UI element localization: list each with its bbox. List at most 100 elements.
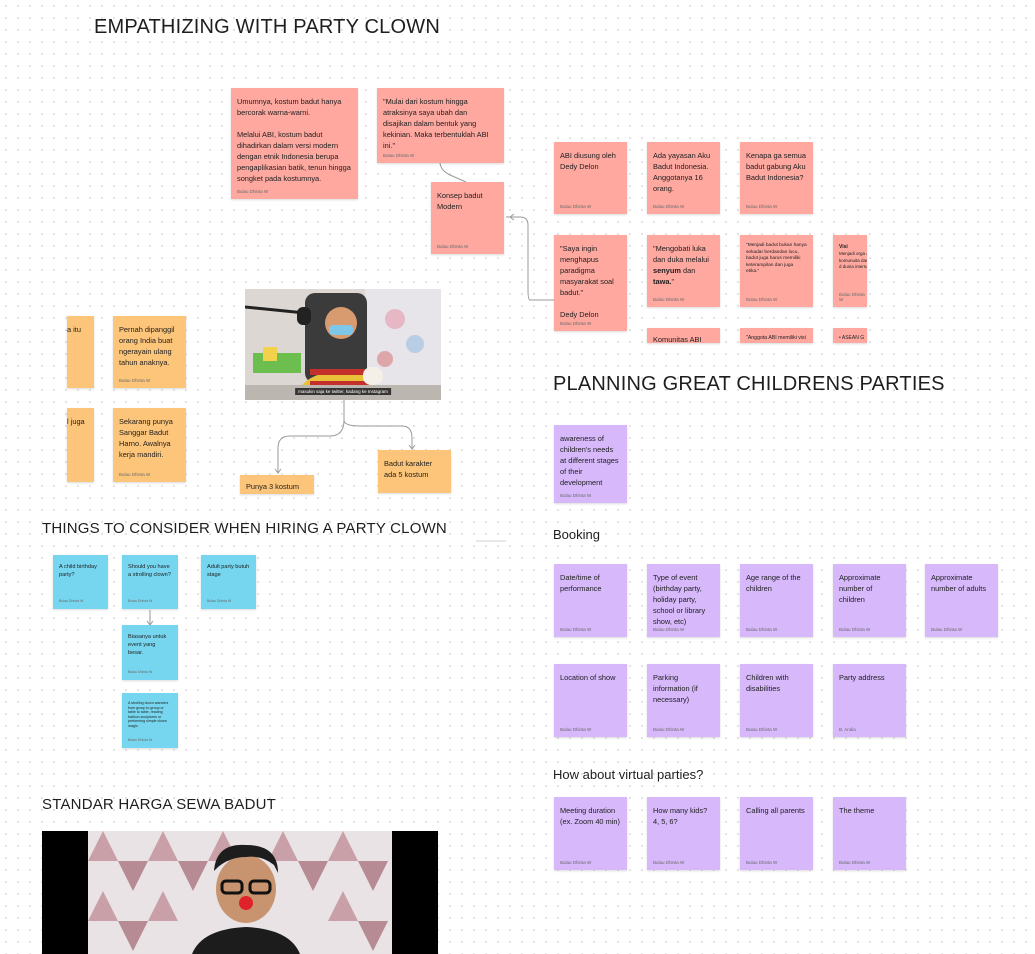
sticky-note[interactable]: Visi Menjadi orga & komunuita dan paling… [833,235,867,307]
sticky-note[interactable]: "Saya ingin menghapus paradigma masyarak… [554,235,627,331]
sticky-author: Bulau Dhinta W [560,493,592,498]
sticky-note[interactable]: Approximate number of children Bulau Dhi… [833,564,906,637]
section-title-empathizing: EMPATHIZING WITH PARTY CLOWN [94,16,440,38]
sticky-note[interactable]: "Mulai dari kostum hingga atraksinya say… [377,88,504,163]
sticky-author: Bulau Dhinta W [560,321,592,326]
sticky-text: "Mulai dari kostum hingga atraksinya say… [383,97,489,150]
sticky-note[interactable]: Biasanya untuk event yang besar. Bulau D… [122,625,178,680]
sticky-author: B. Andia [839,727,856,732]
sticky-title: Visi [839,244,848,250]
sticky-author: Bulau Dhinta W [653,297,685,302]
sticky-author: Bulau Dhinta W [560,727,592,732]
sticky-note[interactable]: Punya 3 kostum [240,475,314,494]
section-title-planning: PLANNING GREAT CHILDRENS PARTIES [553,373,945,395]
sticky-note[interactable]: • ASEAN G [833,328,867,343]
sticky-note[interactable]: A strolling clown wanders from group to … [122,693,178,748]
sticky-note[interactable]: Approximate number of adults Bulau Dhint… [925,564,998,637]
sticky-note[interactable]: Calling all parents Bulau Dhinta W [740,797,813,870]
sticky-text: "Saya ingin menghapus paradigma masyarak… [560,244,614,319]
sticky-text: "Mengobati luka dan duka melalui senyum … [653,243,714,287]
section-title-harga: STANDAR HARGA SEWA BADUT [42,796,277,813]
sticky-author: Bulau Dhinta W [653,204,685,209]
sticky-text: Biasanya untuk event yang besar. [128,634,167,656]
sticky-author: Bulau Dhinta W [560,204,592,209]
sticky-text: A child birthday party? [59,564,97,578]
sticky-text: Pernah dipanggil orang India buat ngeray… [119,325,175,367]
sticky-text: A strolling clown wanders from group to … [128,701,169,728]
sticky-author: Bulau Dhinta W [128,738,153,742]
sticky-note[interactable]: Adult party butuh stage Bulau Dhinta W [201,555,256,609]
sticky-author: Bulau Dhinta W [931,627,963,632]
sticky-note[interactable]: awareness of children's needs at differe… [554,425,627,503]
subsection-booking: Booking [553,527,600,542]
sticky-note[interactable]: Should you have a strolling clown? Bulau… [122,555,178,609]
sticky-text: Age range of the children [746,573,801,593]
sticky-note[interactable]: Location of show Bulau Dhinta W [554,664,627,737]
video-caption: masukin saja ke twitter, kadang ke Insta… [295,388,391,395]
sticky-note[interactable]: l juga [67,408,94,482]
sticky-author: Bulau Dhinta W [653,860,685,865]
sticky-note[interactable]: Age range of the children Bulau Dhinta W [740,564,813,637]
sticky-note[interactable]: Children with disabilities Bulau Dhinta … [740,664,813,737]
sticky-note[interactable]: ABI diusung oleh Dedy Delon Bulau Dhinta… [554,142,627,214]
sticky-note[interactable]: How many kids? 4, 5, 6? Bulau Dhinta W [647,797,720,870]
sticky-note[interactable]: Ada yayasan Aku Badut Indonesia. Anggota… [647,142,720,214]
text-bold: tawa. [653,277,672,286]
sticky-text: Party address [839,673,885,682]
sticky-author: Bulau Dhinta W [128,670,153,674]
sticky-note[interactable]: a itu [67,316,94,388]
harga-video-illustration [42,831,438,954]
sticky-note[interactable]: Type of event (birthday party, holiday p… [647,564,720,637]
sticky-note[interactable]: Pernah dipanggil orang India buat ngeray… [113,316,186,388]
sticky-author: Bulau Dhinta W [383,153,415,158]
harga-video-thumbnail[interactable] [42,831,438,954]
sticky-note[interactable]: The theme Bulau Dhinta W [833,797,906,870]
sticky-text: Approximate number of children [839,573,881,604]
sticky-note[interactable]: "Anggota ABI memiliki visi [740,328,813,343]
section-title-hiring: THINGS TO CONSIDER WHEN HIRING A PARTY C… [42,520,447,537]
clown-video-thumbnail[interactable]: masukin saja ke twitter, kadang ke Insta… [245,289,441,400]
sticky-author: Bulau Dhinta W [746,297,778,302]
sticky-text: awareness of children's needs at differe… [560,434,619,487]
sticky-text: Kenapa ga semua badut gabung Aku Badut I… [746,151,806,182]
sticky-text: Komunitas ABI [653,335,702,343]
sticky-text: "Menjadi badut bukan hanya sekadar berda… [746,243,807,274]
sticky-text: Punya 3 kostum [246,482,299,491]
sticky-author: Bulau Dhinta W [128,599,153,603]
text-run: "Mengobati luka dan duka melalui [653,244,709,264]
sticky-text: The theme [839,806,875,815]
sticky-author: Bulau Dhinta W [653,627,685,632]
sticky-text: l juga [67,417,85,426]
sticky-note[interactable]: Komunitas ABI [647,328,720,343]
subsection-virtual: How about virtual parties? [553,767,704,782]
sticky-note[interactable]: A child birthday party? Bulau Dhinta W [53,555,108,609]
text-bold: senyum [653,266,681,275]
sticky-note[interactable]: Sekarang punya Sanggar Badut Harno. Awal… [113,408,186,482]
sticky-note[interactable]: Parking information (if necessary) Bulau… [647,664,720,737]
sticky-note[interactable]: Party address B. Andia [833,664,906,737]
text-run: " [671,277,675,286]
sticky-text: Type of event (birthday party, holiday p… [653,573,706,626]
sticky-author: Bulau Dhinta W [560,627,592,632]
sticky-author: Bulau Dhinta W [437,244,469,249]
sticky-text: Location of show [560,673,616,682]
sticky-author: Bulau Dhinta W [560,860,592,865]
sticky-note[interactable]: Date/time of performance Bulau Dhinta W [554,564,627,637]
sticky-note[interactable]: Kenapa ga semua badut gabung Aku Badut I… [740,142,813,214]
sticky-note[interactable]: Konsep badut Modern Bulau Dhinta W [431,182,504,254]
sticky-note[interactable]: Umumnya, kostum badut hanya bercorak war… [231,88,358,199]
sticky-note[interactable]: "Mengobati luka dan duka melalui senyum … [647,235,720,307]
sticky-note[interactable]: Badut karakter ada 5 kostum [378,450,451,493]
sticky-author: Bulau Dhinta W [207,599,232,603]
sticky-author: Bulau Dhinta W [746,627,778,632]
sticky-text: Konsep badut Modern [437,191,483,211]
sticky-author: Bulau Dhinta W [746,860,778,865]
sticky-note[interactable]: Meeting duration (ex. Zoom 40 min) Bulau… [554,797,627,870]
text-run: dan [680,266,696,275]
sticky-note[interactable]: "Menjadi badut bukan hanya sekadar berda… [740,235,813,307]
sticky-text: Children with disabilities [746,673,789,693]
sticky-author: Bulau Dhinta W [746,727,778,732]
sticky-text: Ada yayasan Aku Badut Indonesia. Anggota… [653,151,711,193]
sticky-author: Bulau Dhinta W [839,627,871,632]
sticky-author: Bulau Dhinta W [119,378,151,383]
